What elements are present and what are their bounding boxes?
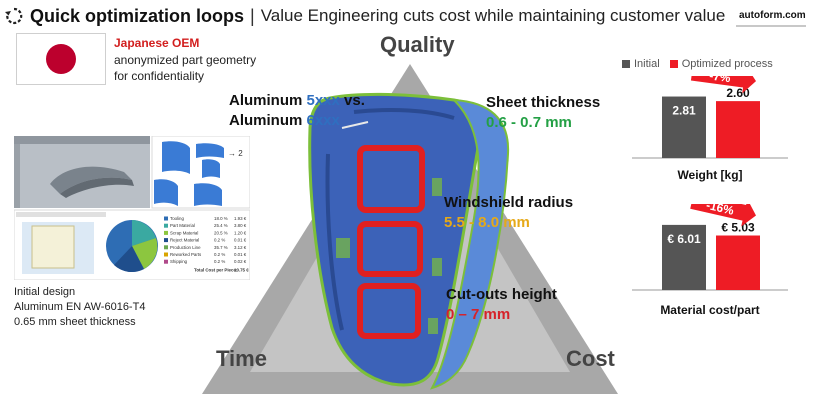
cost-table: Tooling 18.0 % 1.93 € Part Material 25.4 % 3.… [164, 216, 249, 272]
windshield-radius-value: 5.5 - 8.0 mm [444, 214, 530, 231]
cost-table-val: 3.12 € [234, 245, 247, 250]
chart-title: Material cost/part [660, 303, 760, 317]
initial-design-line: Aluminum EN AW-6016-T4 [14, 301, 146, 313]
cost-table-swatch [164, 238, 168, 243]
cost-table-pct: 0.2 % [214, 238, 225, 243]
change-label: -16% [705, 204, 736, 218]
oem-label: Japanese OEM [114, 36, 200, 50]
brand-link[interactable]: autoform.com [739, 10, 806, 21]
cost-table-swatch [164, 216, 168, 221]
material-line1-prefix: Aluminum [229, 92, 307, 109]
flag-sun [46, 44, 76, 74]
cost-table-pct: 25.4 % [214, 223, 228, 228]
bar-value-label: 2.81 [672, 104, 696, 118]
bar-initial [662, 96, 706, 158]
cutouts-height-value: 0 – 7 mm [446, 306, 511, 323]
bar-value-label: € 6.01 [667, 232, 701, 246]
quality-time-cost-triangle [202, 64, 618, 394]
change-label: -7% [708, 76, 731, 85]
cost-table-name: Reworked Parts [170, 252, 202, 257]
brand-underline [736, 25, 806, 27]
oem-note-line: for confidentiality [114, 69, 205, 83]
triangle-label-cost: Cost [566, 346, 615, 371]
cost-table-pct: 35.7 % [214, 245, 228, 250]
legend-label-optimized: Optimized process [681, 58, 773, 70]
change-arrow-shape [690, 76, 756, 94]
triangle-label-time: Time [216, 346, 267, 371]
cost-table-total-value: 10.75 € [234, 267, 249, 272]
cost-table-swatch [164, 252, 168, 257]
japan-flag [16, 33, 106, 85]
material-cost-chart-svg: € 6.01 € 5.03 -16% [632, 204, 788, 291]
page-subtitle: Value Engineering cuts cost while mainta… [260, 6, 726, 25]
cost-table-swatch [164, 223, 168, 228]
cost-table-swatch [164, 259, 168, 264]
initial-design-screenshots: → 2 Tooling 18.0 % 1.93 € Part Material 25.4… [14, 136, 250, 280]
triangle-label-quality: Quality [380, 32, 455, 57]
cost-table-val: 0.01 € [234, 238, 247, 243]
material-annotation: Aluminum 5xxx vs. Aluminum 6xxx [229, 92, 365, 130]
material-line2-prefix: Aluminum [229, 112, 307, 129]
bar-initial [662, 224, 706, 290]
hood-part-image [308, 92, 510, 390]
cost-table-swatch [164, 245, 168, 250]
cost-table-val: 1.20 € [234, 230, 247, 235]
legend-swatch-initial [622, 60, 630, 68]
sheet-thickness-value: 0.6 - 0.7 mm [486, 114, 572, 131]
weight-chart-svg: 2.812.60-7% [632, 76, 788, 159]
cost-table-total-label: Total Cost per Piece: [194, 267, 238, 272]
legend-swatch-optimized [669, 60, 678, 68]
cost-table-val: 0.02 € [234, 259, 247, 264]
material-line2-value: 6xxx [306, 112, 340, 129]
chart-title: Weight [kg] [677, 168, 743, 182]
windshield-radius-label: Windshield radius [444, 194, 574, 211]
initial-design-line: Initial design [14, 286, 76, 298]
cost-table-name: Shipping [170, 259, 188, 264]
bar-optimized [716, 101, 760, 158]
material-cost-chart: € 6.01 € 5.03 -16% Material cost/part [612, 204, 808, 320]
legend-label-initial: Initial [634, 58, 660, 70]
material-line1-value: 5xxx [306, 92, 340, 109]
cost-table-name: Part Material [170, 223, 195, 228]
cutouts-height-label: Cut-outs height [446, 286, 557, 303]
initial-design-line: 0.65 mm sheet thickness [14, 316, 136, 328]
bar-value-label: € 5.03 [721, 221, 755, 235]
cost-pie-chart [106, 220, 158, 273]
cost-table-name: Tooling [170, 216, 184, 221]
cost-table-name: Production Line [170, 245, 201, 250]
cost-table-pct: 0.2 % [214, 259, 225, 264]
cost-table-name: Scrap Material [170, 230, 198, 235]
sheet-thickness-label: Sheet thickness [486, 94, 601, 111]
cost-table-val: 3.80 € [234, 223, 247, 228]
change-arrow: -7% [690, 76, 756, 94]
cost-table-pct: 18.0 % [214, 216, 228, 221]
cost-table-val: 0.01 € [234, 252, 247, 257]
cost-table-val: 1.93 € [234, 216, 247, 221]
cost-table-pct: 20.5 % [214, 230, 228, 235]
cost-table-pct: 0.2 % [214, 252, 225, 257]
bar-optimized [716, 235, 760, 290]
title-separator: | [250, 5, 255, 26]
oem-note-line: anonymized part geometry [114, 53, 257, 67]
svg-text:→ 2: → 2 [228, 149, 243, 158]
refresh-loop-icon [5, 7, 23, 25]
cost-table-swatch [164, 230, 168, 235]
page-title: Quick optimization loops [30, 5, 245, 26]
title-row: Quick optimization loops | Value Enginee… [4, 4, 725, 28]
chart-legend: Initial Optimized process [622, 58, 773, 70]
cost-table-name: Reject Material [170, 238, 199, 243]
change-arrow-shape [690, 204, 757, 227]
material-line1-suffix: vs. [339, 92, 365, 109]
